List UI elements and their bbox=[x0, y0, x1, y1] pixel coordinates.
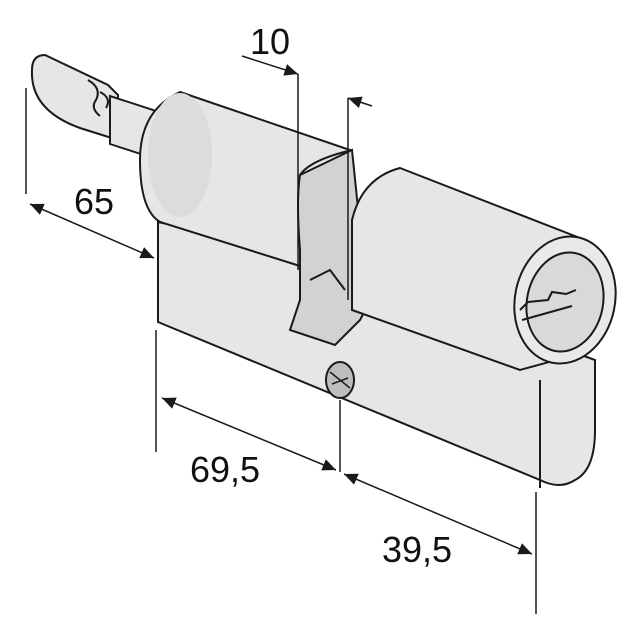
cylinder-lower-body bbox=[157, 220, 596, 488]
dimension-label-right-body: 39,5 bbox=[382, 529, 453, 570]
dimension-label-overall-left: 65 bbox=[74, 181, 115, 222]
keyway bbox=[519, 289, 577, 311]
dimension-label-top: 10 bbox=[250, 21, 291, 62]
dimension-label-left-body: 69,5 bbox=[190, 449, 261, 490]
dimension-lines bbox=[25, 55, 537, 614]
thumb-turn bbox=[30, 53, 155, 160]
cylinder-right-half bbox=[351, 166, 617, 372]
